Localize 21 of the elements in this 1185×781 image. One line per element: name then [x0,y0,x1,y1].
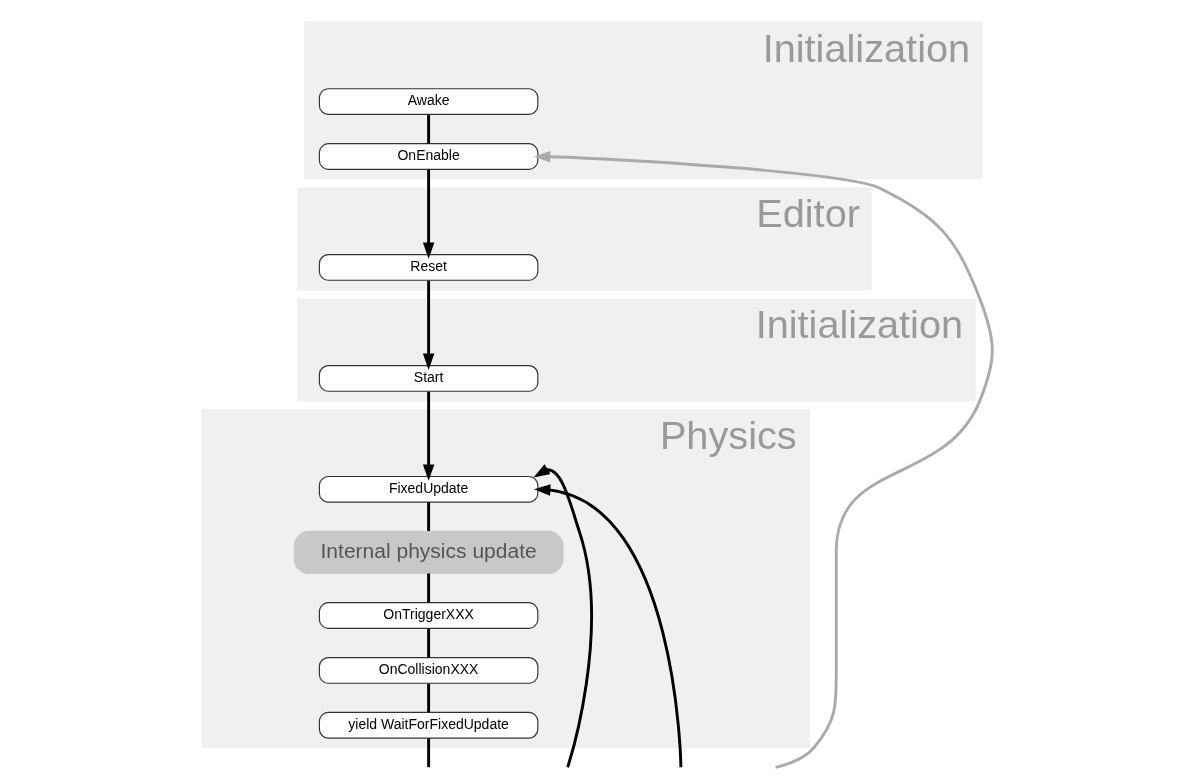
node-box: Awake [318,88,539,115]
arrow [533,464,593,768]
connector [427,114,431,144]
connector [427,502,431,531]
arrow [422,391,435,481]
arrow [422,169,435,259]
node-box: Internal physics update [293,530,564,575]
node-box: OnCollisionXXX [318,656,539,684]
connector [427,683,431,713]
arrow [422,280,435,370]
connector [427,628,431,658]
arrow [533,150,994,769]
node-box: OnEnable [318,143,539,170]
node-box: OnTriggerXXX [318,602,539,629]
node-box: yield WaitForFixedUpdate [318,711,539,739]
node-box: FixedUpdate [318,475,539,503]
node-box: Start [318,364,539,392]
node-box: Reset [318,254,539,281]
connector [427,573,431,603]
connector [427,738,431,768]
arrow [534,484,683,768]
